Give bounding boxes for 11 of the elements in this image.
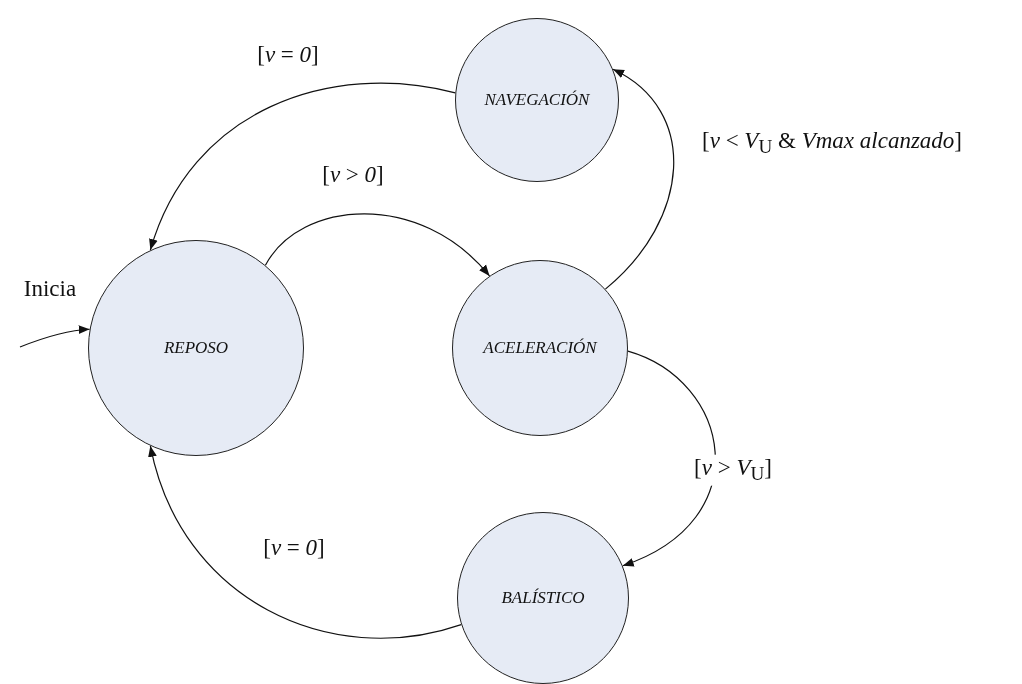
state-name: NAVEGACIÓN: [484, 90, 590, 110]
edge-label: [v > V$_{U}$]: [694, 454, 772, 486]
arrow: [149, 82, 456, 251]
arrow: [264, 213, 491, 277]
state-name: ACELERACIÓN: [483, 338, 597, 358]
arrow: [148, 445, 462, 639]
arrow: [604, 68, 675, 290]
arrow: [19, 325, 91, 348]
state-name: REPOSO: [163, 338, 229, 358]
arrow: [622, 350, 716, 567]
state-name: BALÍSTICO: [501, 588, 585, 608]
